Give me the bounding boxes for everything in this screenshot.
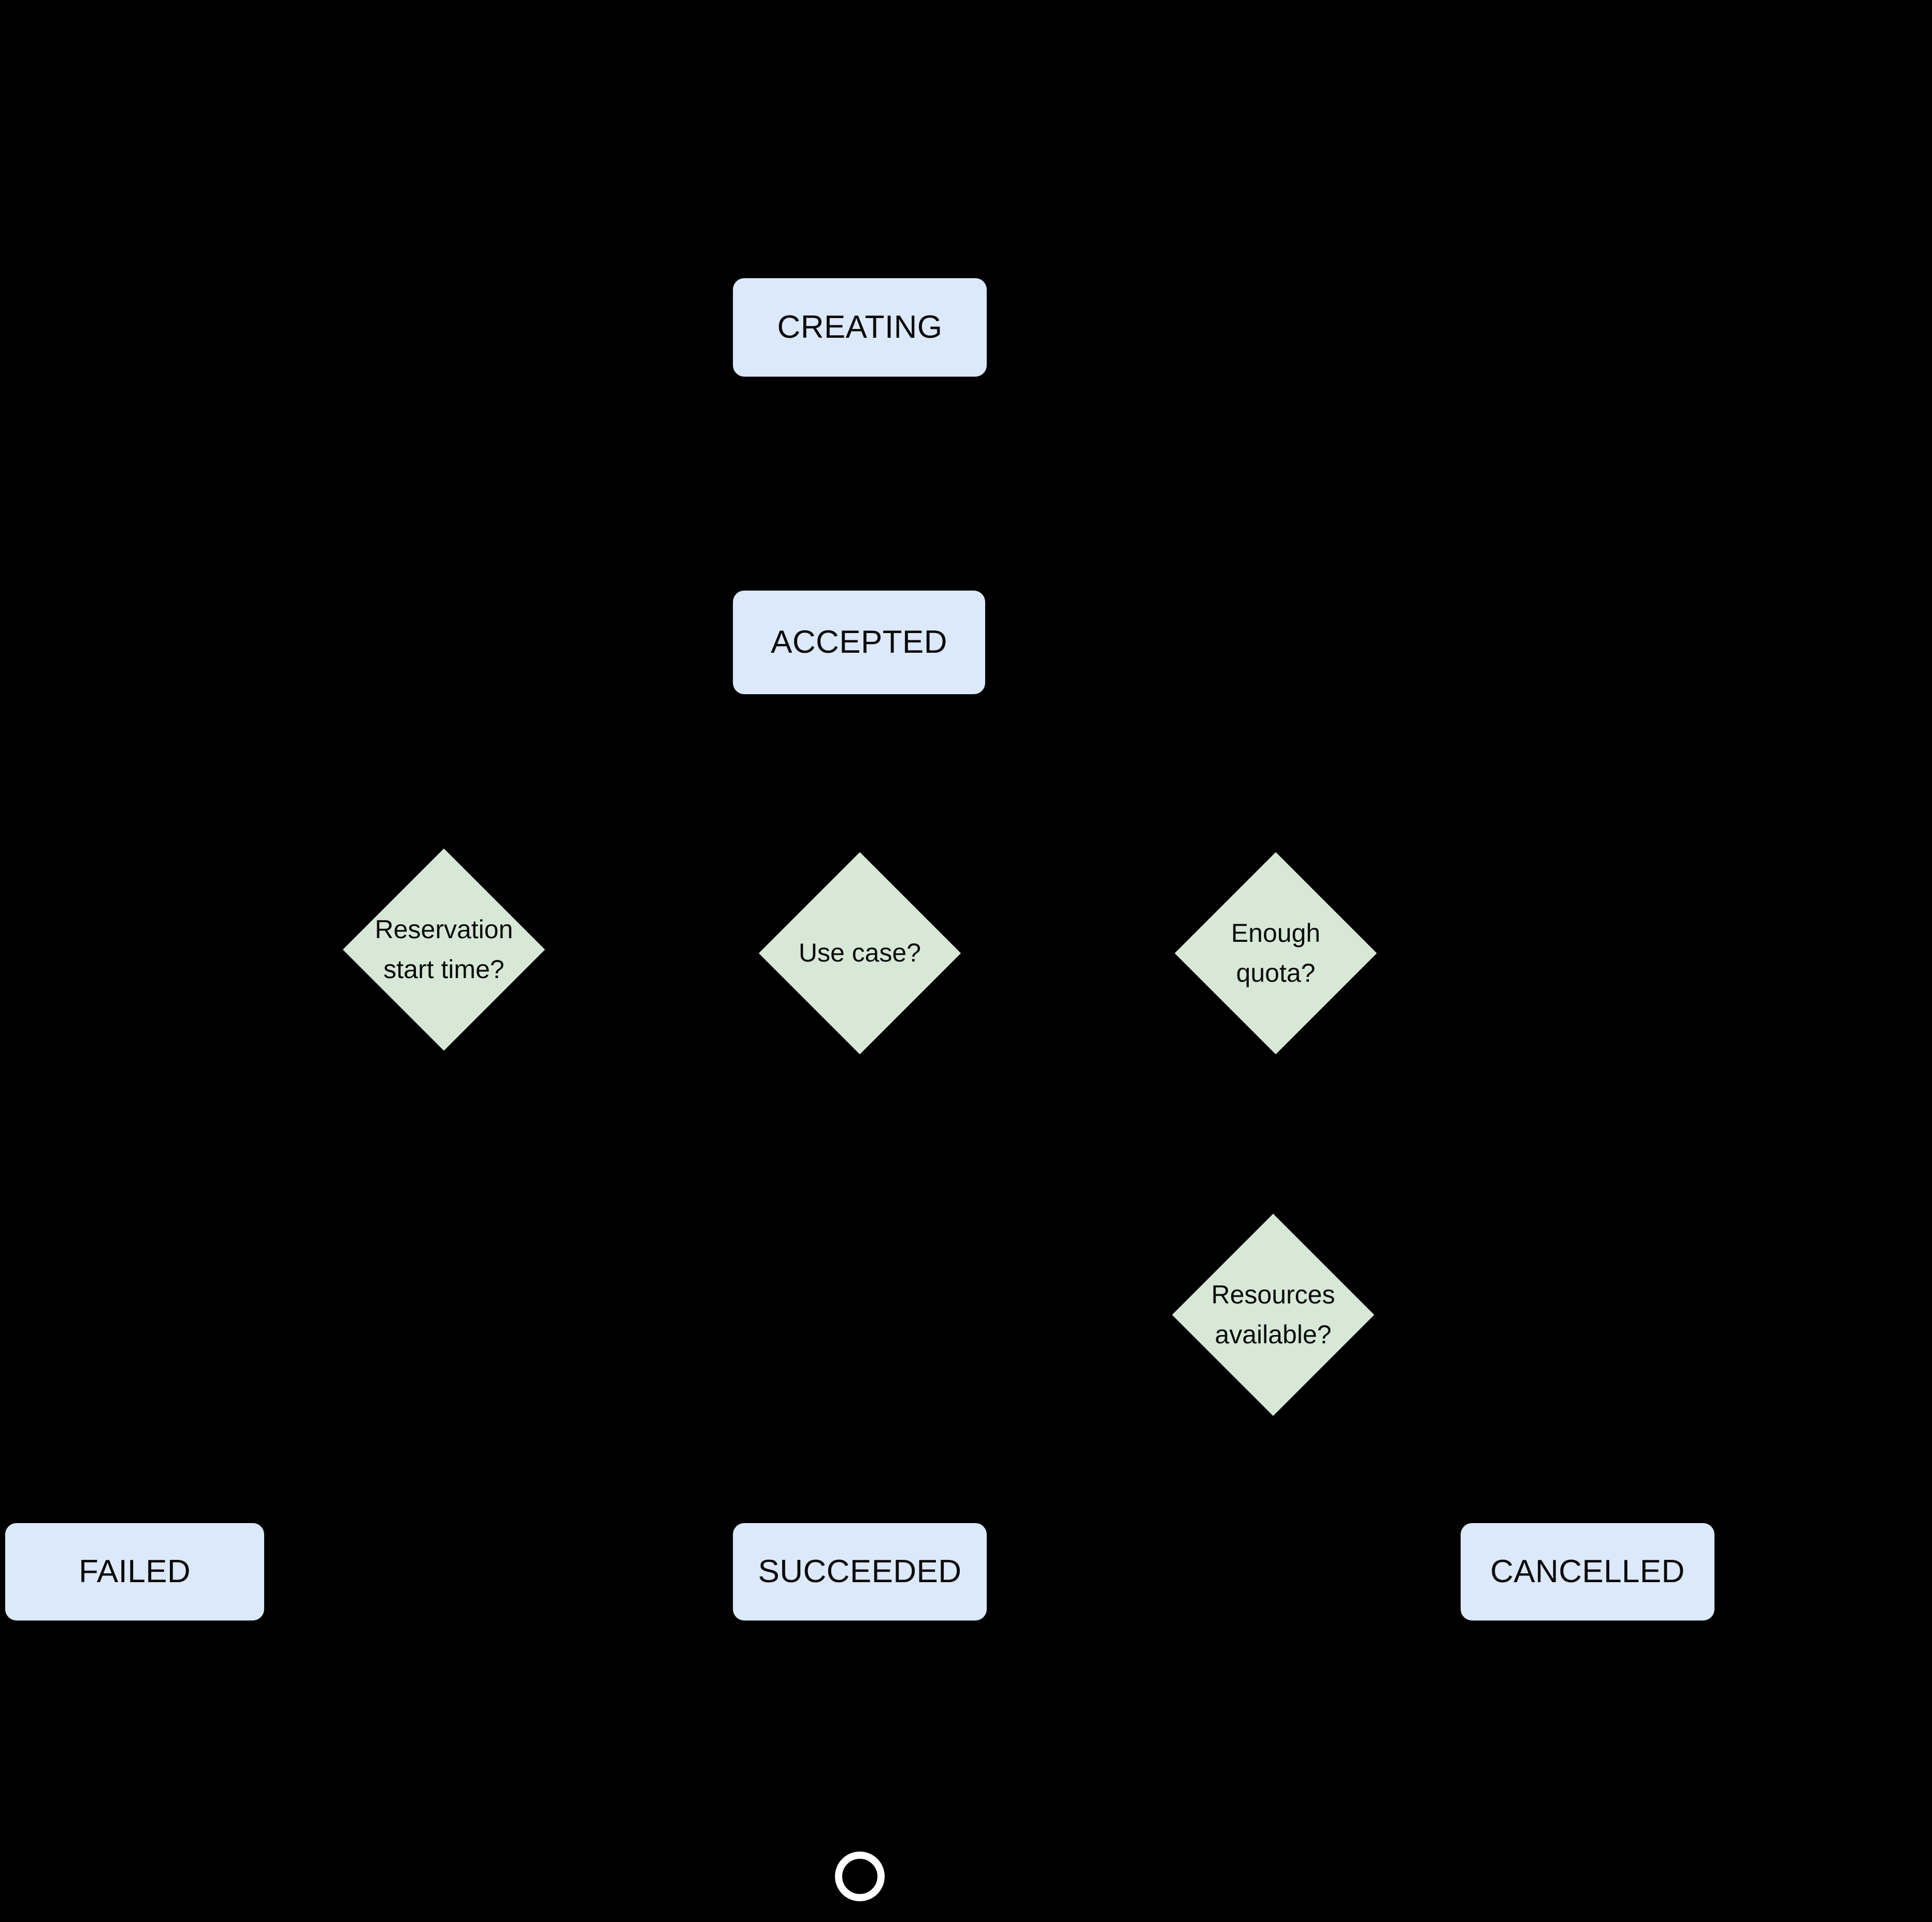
state-label-creating: CREATING — [777, 309, 943, 345]
state-label-cancelled: CANCELLED — [1490, 1553, 1685, 1589]
state-box-accepted[interactable]: ACCEPTED — [733, 591, 985, 694]
diamond-shape — [1174, 852, 1377, 1055]
edge-use-case-to-succeeded — [858, 1057, 861, 1523]
edge-accepted-to-enough-quota — [1274, 808, 1277, 850]
state-label-succeeded: SUCCEEDED — [758, 1553, 962, 1589]
diamond-shape — [342, 848, 545, 1051]
edge-succeeded-to-end — [858, 1620, 861, 1852]
edge-enough-quota-to-resources-available — [1272, 1057, 1275, 1211]
edge-accepted-branch-bus — [444, 808, 1278, 811]
decision-reservation-start-time[interactable]: Reservation start time? — [342, 848, 545, 1051]
edge-creating-to-accepted — [858, 377, 861, 591]
edge-reservation-start-time-to-failed-h — [264, 1570, 445, 1573]
edge-accepted-to-use-case — [858, 694, 861, 810]
decision-resources-available[interactable]: Resources available? — [1172, 1213, 1375, 1416]
decision-use-case[interactable]: Use case? — [758, 852, 961, 1055]
edge-resources-available-to-cancelled — [1272, 1418, 1275, 1572]
decision-enough-quota[interactable]: Enough quota? — [1174, 852, 1377, 1055]
state-label-failed: FAILED — [78, 1553, 191, 1589]
end-node-circle[interactable] — [835, 1852, 885, 1901]
edge-reservation-start-time-to-failed — [442, 1051, 445, 1572]
edge-resources-available-to-cancelled-h — [1272, 1570, 1462, 1573]
edge-accepted-to-reservation-start-time — [442, 808, 445, 849]
state-box-failed[interactable]: FAILED — [5, 1523, 264, 1620]
state-label-accepted: ACCEPTED — [771, 624, 947, 660]
state-box-succeeded[interactable]: SUCCEEDED — [733, 1523, 987, 1620]
state-box-creating[interactable]: CREATING — [733, 278, 987, 377]
diamond-shape — [1172, 1213, 1375, 1416]
diamond-shape — [758, 852, 961, 1055]
state-box-cancelled[interactable]: CANCELLED — [1461, 1523, 1714, 1620]
